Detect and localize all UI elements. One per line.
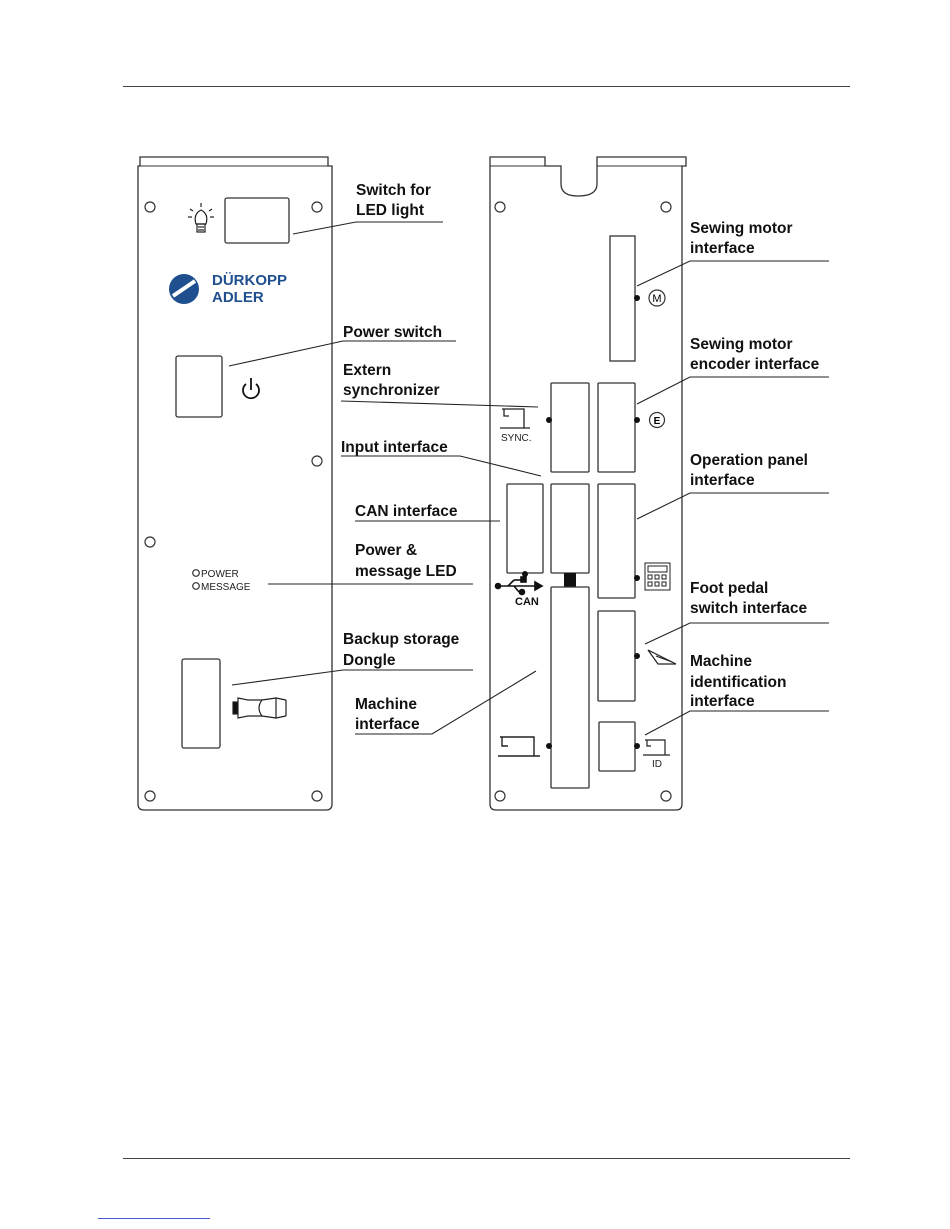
light-bulb-icon: [188, 203, 214, 233]
label-foot-pedal-line2: switch interface: [690, 600, 808, 617]
can-connector[interactable]: [506, 483, 544, 574]
brand-name-line2: ADLER: [212, 289, 264, 306]
header-rule: [123, 86, 850, 87]
label-operation-panel-line1: Operation panel: [690, 452, 808, 469]
label-foot-pedal-line1: Foot pedal: [690, 580, 768, 597]
footer-rule: [123, 1158, 850, 1159]
backup-storage-dongle-slot[interactable]: [181, 658, 221, 749]
label-power-switch: Power switch: [343, 324, 442, 341]
label-switch-led-line1: Switch for: [356, 182, 431, 199]
screw-hole: [144, 790, 156, 802]
screw-hole: [144, 201, 156, 213]
id-label: ID: [652, 759, 662, 770]
foot-pedal-icon: [647, 649, 677, 665]
led-light-switch[interactable]: [224, 197, 290, 244]
sewing-motor-encoder-connector[interactable]: [597, 382, 636, 473]
power-led-label: POWER: [201, 569, 239, 580]
label-backup-line2: Dongle: [343, 652, 396, 669]
label-extern-sync-line1: Extern: [343, 362, 391, 379]
can-label: CAN: [515, 596, 539, 608]
power-led: [192, 569, 200, 577]
label-machine-id-line1: Machine: [690, 653, 752, 670]
label-encoder-line1: Sewing motor: [690, 336, 792, 353]
label-encoder-line2: encoder interface: [690, 356, 820, 373]
screw-hole: [660, 790, 672, 802]
rear-panel: M SYNC. E CAN: [489, 156, 687, 811]
power-icon: [242, 378, 260, 400]
dongle-icon: [232, 697, 287, 719]
label-machine-interface-line1: Machine: [355, 696, 417, 713]
motor-symbol-text: M: [652, 293, 661, 305]
label-machine-id-line2: identification: [690, 674, 786, 691]
keypad-icon: [644, 562, 671, 591]
screw-hole: [311, 790, 323, 802]
input-interface-connector[interactable]: [550, 483, 590, 574]
machine-identification-connector[interactable]: [598, 721, 636, 772]
front-panel: DÜRKOPP ADLER POWER MESSAGE: [137, 156, 333, 811]
screw-hole: [660, 201, 672, 213]
label-machine-interface-line2: interface: [355, 716, 420, 733]
sync-sewing-machine-icon: [500, 408, 530, 429]
brand-logo: DÜRKOPP ADLER: [169, 272, 287, 306]
id-sewing-machine-icon: [643, 739, 670, 756]
label-operation-panel-line2: interface: [690, 472, 755, 489]
label-machine-id-line3: interface: [690, 693, 755, 710]
leader-lines: [228, 221, 829, 736]
screw-hole: [311, 455, 323, 467]
screw-hole: [494, 201, 506, 213]
sewing-motor-connector[interactable]: [609, 235, 636, 362]
label-power-led-line1: Power &: [355, 542, 417, 559]
sync-label: SYNC.: [501, 433, 532, 444]
input-connector-plug: [564, 573, 576, 587]
sewing-machine-icon: [498, 736, 540, 757]
encoder-symbol: [648, 411, 666, 429]
callout-labels: Switch for LED light Power switch Extern…: [341, 182, 820, 733]
label-can-interface: CAN interface: [355, 503, 458, 520]
label-backup-line1: Backup storage: [343, 631, 460, 648]
label-sewing-motor-line1: Sewing motor: [690, 220, 792, 237]
brand-name-line1: DÜRKOPP: [212, 272, 287, 289]
power-switch[interactable]: [175, 355, 223, 418]
label-sewing-motor-line2: interface: [690, 240, 755, 257]
message-led-label: MESSAGE: [201, 582, 251, 593]
label-power-led-line2: message LED: [355, 563, 457, 580]
footer-link-underline: [98, 1218, 210, 1219]
label-switch-led-line2: LED light: [356, 202, 424, 219]
screw-hole: [311, 201, 323, 213]
extern-synchronizer-connector[interactable]: [550, 382, 590, 473]
usb-icon: [494, 576, 544, 596]
foot-pedal-connector[interactable]: [597, 610, 636, 702]
motor-symbol: [648, 289, 666, 307]
message-led: [192, 582, 200, 590]
label-input-interface: Input interface: [341, 439, 448, 456]
label-extern-sync-line2: synchronizer: [343, 382, 439, 399]
encoder-symbol-text: E: [654, 416, 661, 427]
screw-hole: [494, 790, 506, 802]
machine-interface-connector[interactable]: [550, 586, 590, 789]
screw-hole: [144, 536, 156, 548]
operation-panel-connector[interactable]: [597, 483, 636, 599]
